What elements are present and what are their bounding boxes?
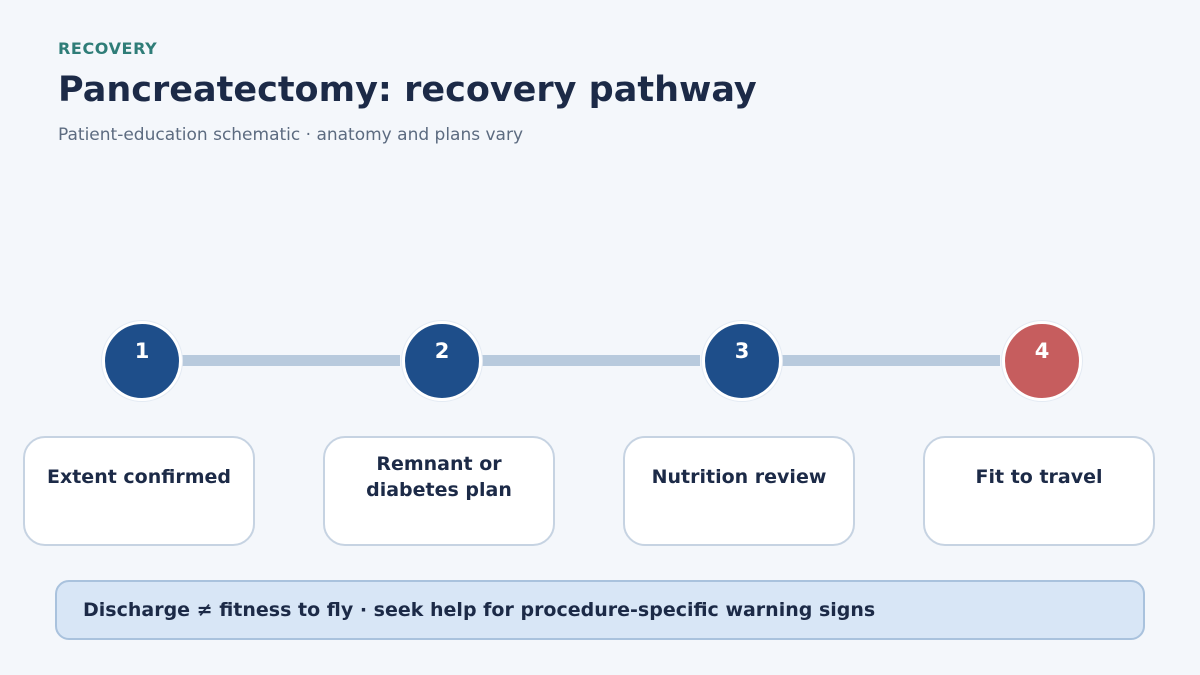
- step-card-1: Extent confirmed: [23, 436, 255, 546]
- step-number-1: 1: [134, 339, 150, 363]
- step-number-2: 2: [434, 339, 450, 363]
- warning-callout: Discharge ≠ fitness to fly · seek help f…: [55, 580, 1145, 640]
- step-circle-4: 4: [1002, 321, 1082, 401]
- page-subtitle: Patient-education schematic · anatomy an…: [58, 125, 524, 145]
- eyebrow-label: RECOVERY: [58, 39, 158, 58]
- connector-2-3: [480, 355, 700, 366]
- step-label-1: Extent confirmed: [46, 466, 231, 488]
- connector-3-4: [780, 355, 1000, 366]
- step-number-4: 4: [1034, 339, 1050, 363]
- step-label-4: Fit to travel: [975, 466, 1103, 488]
- step-label-3: Nutrition review: [651, 466, 827, 488]
- step-number-3: 3: [734, 339, 750, 363]
- callout-text: Discharge ≠ fitness to fly · seek help f…: [83, 599, 876, 621]
- step-label-2: Remnant or diabetes plan: [366, 453, 512, 501]
- step-card-4: Fit to travel: [923, 436, 1155, 546]
- step-circle-1: 1: [102, 321, 182, 401]
- step-card-2: Remnant or diabetes plan: [323, 436, 555, 546]
- step-circle-2: 2: [402, 321, 482, 401]
- step-circle-3: 3: [702, 321, 782, 401]
- connector-1-2: [180, 355, 400, 366]
- page-title: Pancreatectomy: recovery pathway: [58, 70, 757, 110]
- step-card-3: Nutrition review: [623, 436, 855, 546]
